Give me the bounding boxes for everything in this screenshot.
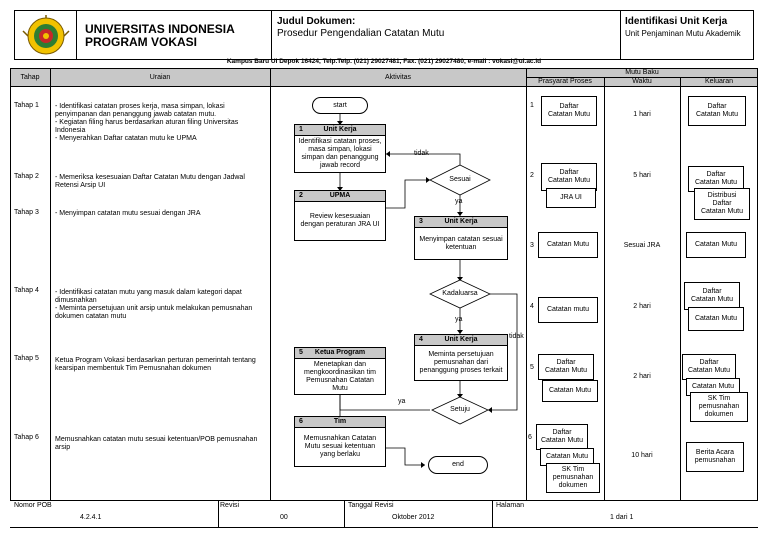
prasyarat-5-doc-a: Daftar Catatan Mutu	[538, 354, 594, 380]
box5-body: Menetapkan dan mengkoordinasikan tim Pem…	[294, 358, 386, 395]
waktu-3: Sesuai JRA	[623, 242, 661, 249]
keluaran-3-doc: Catatan Mutu	[686, 232, 746, 258]
col-prasyarat: Prasyarat Proses	[538, 78, 592, 85]
ui-logo-icon	[21, 15, 71, 57]
uraian-3: - Menyimpan catatan mutu sesuai dengan J…	[55, 210, 201, 217]
flow-end: end	[428, 456, 488, 474]
decision-setuju: Setuju	[450, 406, 470, 413]
waktu-4: 2 hari	[633, 303, 651, 310]
mutu-num-3: 3	[530, 242, 534, 249]
col-tahap: Tahap	[20, 74, 40, 81]
institution-name: UNIVERSITAS INDONESIA PROGRAM VOKASI	[85, 22, 235, 49]
tahap-6: Tahap 6	[14, 434, 39, 441]
waktu-5: 2 hari	[633, 373, 651, 380]
keluaran-2-doc-b: Distribusi Daftar Catatan Mutu	[694, 188, 750, 220]
box4-body: Meminta persetujuan pemusnahan dari pena…	[414, 345, 508, 381]
tahap-3: Tahap 3	[14, 209, 39, 216]
col-aktivitas: Aktivitas	[384, 74, 412, 81]
unit-identification: Identifikasi Unit Kerja Unit Penjaminan …	[625, 16, 741, 38]
prasyarat-1-doc: Daftar Catatan Mutu	[541, 96, 597, 126]
box3-body: Menyimpan catatan sesuai ketentuan	[414, 227, 508, 260]
header: UNIVERSITAS INDONESIA PROGRAM VOKASI Jud…	[14, 10, 754, 60]
uraian-1: - Identifikasi catatan proses kerja, mas…	[55, 103, 239, 142]
label-ya-kadaluarsa: ya	[455, 316, 463, 323]
footer-revisi-label: Revisi	[220, 502, 240, 509]
prasyarat-6-doc-c: SK Tim pemusnahan dokumen	[546, 463, 600, 493]
keluaran-4-doc-b: Catatan Mutu	[688, 307, 744, 331]
prasyarat-2-doc-b: JRA UI	[546, 188, 596, 208]
document-title: Judul Dokumen: Prosedur Pengendalian Cat…	[277, 16, 445, 39]
mutu-num-2: 2	[530, 172, 534, 179]
prasyarat-6-doc-a: Daftar Catatan Mutu	[536, 424, 588, 450]
decision-kadaluarsa: Kadaluarsa	[442, 290, 478, 297]
footer-revisi-value: 00	[280, 514, 288, 521]
uraian-4: - Identifikasi catatan mutu yang masuk d…	[55, 289, 253, 320]
uraian-5: Ketua Program Vokasi berdasarkan pertura…	[55, 357, 256, 372]
uraian-6: Memusnahkan catatan mutu sesuai ketentua…	[55, 436, 258, 451]
prasyarat-4-doc: Catatan mutu	[538, 297, 598, 323]
col-mutu-baku: Mutu Baku	[625, 69, 659, 76]
label-tidak-kadaluarsa: tidak	[509, 333, 524, 340]
tahap-5: Tahap 5	[14, 355, 39, 362]
mutu-num-5: 5	[530, 364, 534, 371]
mutu-num-4: 4	[530, 303, 534, 310]
waktu-6: 10 hari	[631, 452, 653, 459]
col-keluaran: Keluaran	[704, 78, 734, 85]
label-ya-setuju: ya	[398, 398, 406, 405]
keluaran-2-doc-a: Daftar Catatan Mutu	[688, 166, 744, 192]
keluaran-1-doc: Daftar Catatan Mutu	[688, 96, 746, 126]
decision-sesuai: Sesuai	[449, 176, 471, 183]
footer	[10, 500, 758, 528]
waktu-1: 1 hari	[633, 111, 651, 118]
col-uraian: Uraian	[149, 74, 171, 81]
footer-tanggal-label: Tanggal Revisi	[348, 502, 394, 509]
keluaran-5-doc-c: SK Tim pemusnahan dokumen	[690, 392, 748, 422]
uraian-2: - Memeriksa kesesuaian Daftar Catatan Mu…	[55, 174, 245, 189]
col-waktu: Waktu	[632, 78, 652, 85]
tahap-1: Tahap 1	[14, 102, 39, 109]
label-ya-sesuai: ya	[455, 198, 463, 205]
address-bar: Kampus Baru UI Depok 16424, Telp.Telp. (…	[226, 58, 542, 65]
box1-body: Identifikasi catatan proses, masa simpan…	[294, 135, 386, 173]
keluaran-6-doc: Berita Acara pemusnahan	[686, 442, 744, 472]
mutu-num-6: 6	[528, 434, 532, 441]
mutu-num-1: 1	[530, 102, 534, 109]
tahap-2: Tahap 2	[14, 173, 39, 180]
box2-body: Review kesesuaian dengan peraturan JRA U…	[294, 201, 386, 241]
footer-halaman-value: 1 dari 1	[610, 514, 634, 521]
prasyarat-5-doc-b: Catatan Mutu	[542, 380, 598, 402]
waktu-2: 5 hari	[633, 172, 651, 179]
flow-start: start	[312, 97, 368, 114]
tahap-4: Tahap 4	[14, 287, 39, 294]
footer-halaman-label: Halaman	[496, 502, 525, 509]
prasyarat-2-doc-a: Daftar Catatan Mutu	[541, 163, 597, 191]
keluaran-5-doc-a: Daftar Catatan Mutu	[682, 354, 736, 380]
label-tidak-sesuai: tidak	[414, 150, 429, 157]
footer-nomor-label: Nomor POB	[14, 502, 52, 509]
prasyarat-3-doc: Catatan Mutu	[538, 232, 598, 258]
footer-nomor-value: 4.2.4.1	[80, 514, 102, 521]
footer-tanggal-value: Oktober 2012	[392, 514, 435, 521]
keluaran-5-doc-b: Catatan Mutu	[686, 378, 740, 396]
keluaran-4-doc-a: Daftar Catatan Mutu	[684, 282, 740, 310]
box6-body: Memusnahkan Catatan Mutu sesuai ketentua…	[294, 427, 386, 467]
